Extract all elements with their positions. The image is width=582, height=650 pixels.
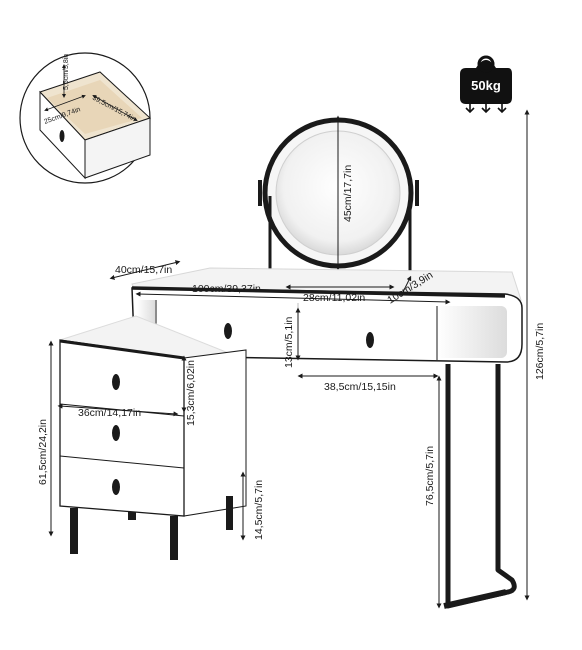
drawer-inset-detail: 5,5cm/5,8in 39,5cm/15,74in 25cm/9,74in [19, 52, 151, 184]
desk-drawer-handle-left-icon [224, 323, 232, 339]
total-height-dimension: 126cm/5,7in [524, 109, 546, 601]
inset-height-label: 5,5cm/5,8in [63, 54, 70, 90]
total-height-label: 126cm/5,7in [534, 323, 546, 380]
cabinet-dimensions: 36cm/14,17in 15,3cm/6,02in 61,5cm/24,2in… [37, 340, 265, 541]
cabinet-leg-height-label: 14,5cm/5,7in [253, 480, 265, 540]
cabinet-handle-top-icon [112, 374, 120, 390]
drawer-cabinet [59, 315, 247, 560]
drawer-handle-icon [59, 130, 65, 142]
desk-drawer-height-label: 13cm/5,1in [283, 316, 295, 368]
mirror-diameter-label: 45cm/17,7in [342, 165, 354, 222]
desk-leg-height-label: 76,5cm/5,7in [424, 446, 436, 506]
cabinet-handle-middle-icon [112, 425, 120, 441]
led-mirror: 45cm/17,7in [258, 115, 419, 286]
mirror-base-width-label: 28cm/11,02in [303, 292, 365, 304]
desk-depth-label: 40cm/15,7in [115, 264, 172, 276]
weight-icon [460, 60, 512, 104]
weight-label: 50kg [471, 78, 501, 93]
weight-capacity-badge: 50kg [460, 55, 512, 114]
down-arrows-icon [465, 102, 507, 114]
leg-height-dimension: 76,5cm/5,7in [424, 375, 442, 609]
cabinet-drawer-height-label: 15,3cm/6,02in [185, 360, 197, 426]
cabinet-handle-bottom-icon [112, 479, 120, 495]
desk-drawer-handle-right-icon [366, 332, 374, 348]
desk-drawer-width-label: 38,5cm/15,15in [324, 381, 396, 393]
desk-width-label: 100cm/39,37in [192, 283, 261, 295]
cabinet-height-label: 61,5cm/24,2in [37, 419, 49, 485]
cabinet-width-label: 36cm/14,17in [78, 407, 141, 419]
desk-leg-frame [443, 364, 517, 609]
